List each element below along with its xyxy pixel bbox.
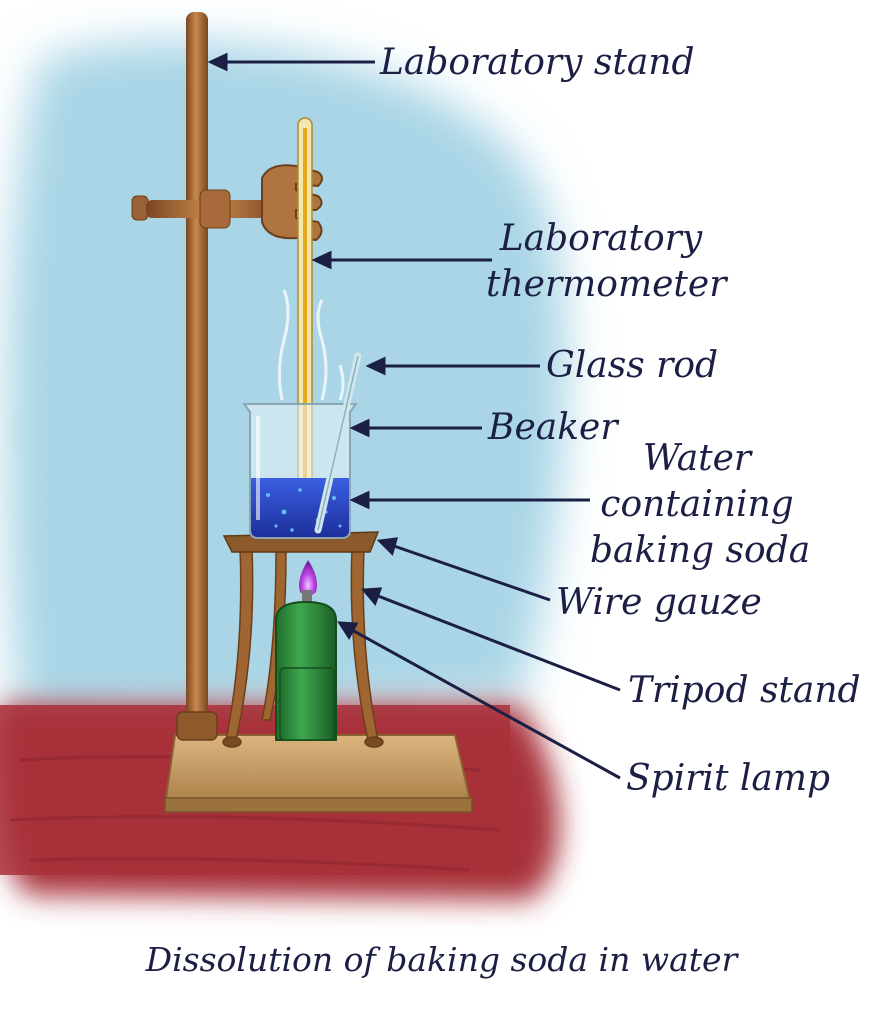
label-thermometer-line1: Laboratory	[499, 218, 703, 259]
label-glass-rod: Glass rod	[546, 345, 719, 386]
beaker	[242, 403, 358, 539]
stand-rod	[176, 12, 218, 741]
label-water-baking-soda: Water containing baking soda	[590, 436, 811, 574]
label-thermometer-line2: thermometer	[486, 264, 727, 305]
steam	[277, 289, 345, 401]
label-leaders	[207, 52, 621, 780]
label-beaker: Beaker	[488, 407, 618, 448]
label-water-line2: containing	[600, 484, 794, 525]
label-water-line3: baking soda	[590, 530, 811, 571]
figure-caption: Dissolution of baking soda in water	[145, 940, 738, 979]
label-wire-gauze: Wire gauze	[556, 582, 762, 623]
tripod-stand	[222, 547, 384, 748]
glass-rod	[314, 352, 362, 534]
label-spirit-lamp: Spirit lamp	[626, 758, 831, 799]
stand-base	[163, 734, 473, 813]
spirit-lamp	[275, 600, 337, 741]
label-laboratory-stand: Laboratory stand	[380, 42, 695, 83]
flame	[299, 560, 317, 604]
label-tripod-stand: Tripod stand	[628, 670, 861, 711]
label-water-line1: Water	[642, 438, 752, 479]
label-laboratory-thermometer: Laboratory thermometer	[486, 216, 727, 308]
